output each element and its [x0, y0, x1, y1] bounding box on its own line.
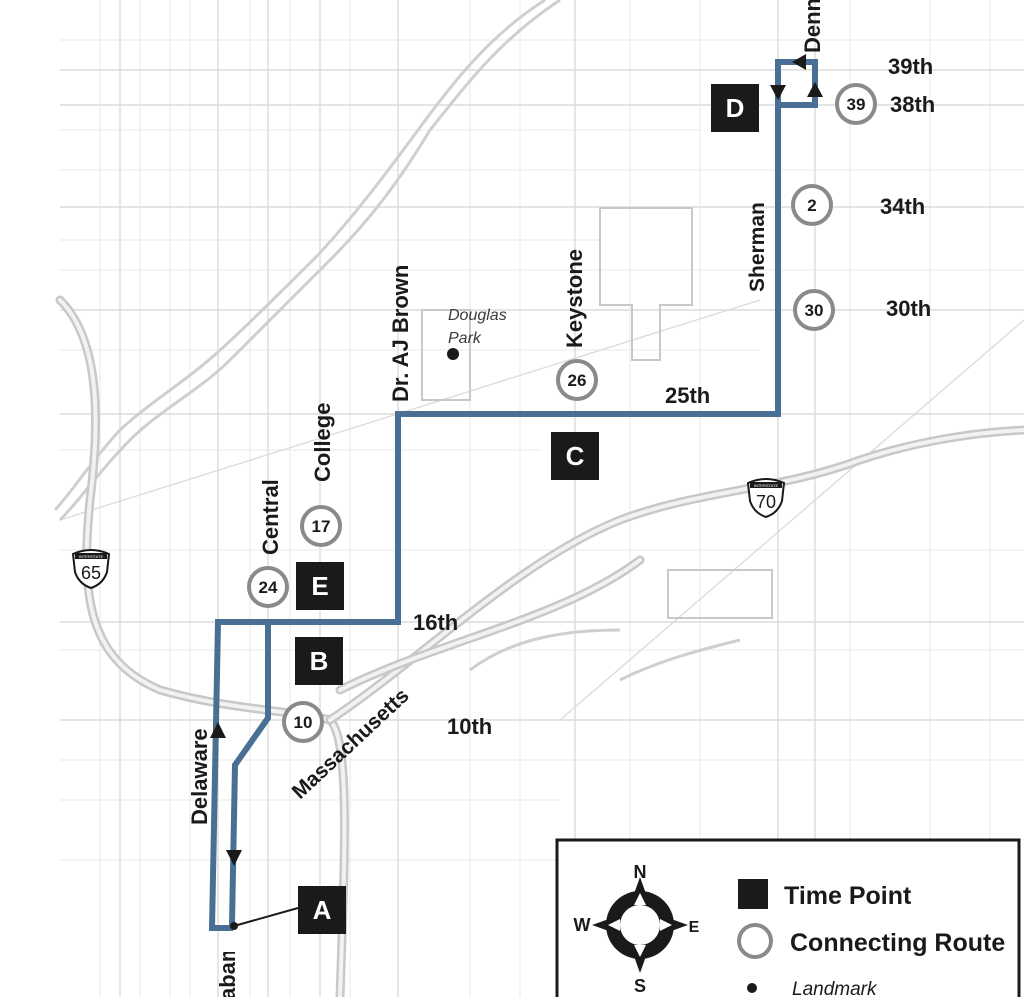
minor-street-grid — [60, 0, 1024, 997]
street-label-central: Central — [258, 479, 283, 555]
denny-label-clip: Denny — [800, 0, 825, 53]
street-label-10th: 10th — [447, 714, 492, 739]
douglas-park-landmark-dot — [447, 348, 459, 360]
time-point-a-leader — [233, 907, 299, 927]
time-point-a-stop-dot — [230, 922, 238, 930]
street-label-25th: 25th — [665, 383, 710, 408]
time-point-d[interactable]: D — [711, 84, 759, 132]
svg-text:C: C — [566, 441, 585, 471]
alabama-label-clip: Alabama — [215, 930, 240, 997]
landmark-name-line2: Park — [448, 330, 482, 347]
connecting-route-39[interactable]: 39 — [835, 83, 877, 125]
street-label-16th: 16th — [413, 610, 458, 635]
arrow-up-icon — [210, 722, 226, 738]
compass-north-label: N — [634, 862, 647, 882]
street-label-ajbrown: Dr. AJ Brown — [388, 265, 413, 402]
map-legend: N S W E Time Point Connecting Route Land… — [555, 838, 1021, 997]
svg-text:10: 10 — [294, 713, 313, 732]
legend-connecting-route-swatch — [737, 923, 773, 959]
legend-time-point-swatch — [738, 879, 768, 909]
bus-route-branch — [228, 619, 271, 928]
time-point-c[interactable]: C — [551, 432, 599, 480]
svg-text:30: 30 — [805, 301, 824, 320]
connecting-route-24[interactable]: 24 — [247, 566, 289, 608]
highways — [55, 295, 1024, 997]
time-point-e[interactable]: E — [296, 562, 344, 610]
svg-text:INTERSTATE: INTERSTATE — [754, 483, 779, 488]
arrow-down-icon — [226, 850, 242, 866]
svg-text:70: 70 — [756, 492, 776, 512]
street-label-delaware: Delaware — [187, 728, 212, 825]
svg-text:2: 2 — [807, 196, 816, 215]
connecting-route-17[interactable]: 17 — [300, 505, 342, 547]
street-label-alabama: Alabama — [215, 930, 240, 997]
svg-text:26: 26 — [568, 371, 587, 390]
svg-text:INTERSTATE: INTERSTATE — [79, 554, 104, 559]
connecting-route-26[interactable]: 26 — [556, 359, 598, 401]
street-label-sherman: Sherman — [746, 202, 769, 292]
interstate-65-shield-icon: INTERSTATE 65 — [71, 549, 111, 590]
street-label-denny: Denny — [800, 0, 825, 53]
arrow-down-icon — [770, 85, 786, 100]
street-label-38th: 38th — [890, 92, 935, 117]
street-label-30th: 30th — [886, 296, 931, 321]
compass-west-label: W — [574, 915, 591, 935]
svg-text:24: 24 — [259, 578, 278, 597]
svg-text:B: B — [310, 646, 329, 676]
street-label-keystone: Keystone — [562, 249, 587, 348]
arrow-left-icon — [792, 54, 806, 70]
legend-connecting-route-label: Connecting Route — [790, 929, 1005, 957]
compass-east-label: E — [689, 919, 700, 936]
park-outlines — [421, 207, 773, 619]
interstate-70-shield-icon: INTERSTATE 70 — [746, 478, 786, 519]
legend-time-point-label: Time Point — [784, 882, 912, 910]
street-label-39th: 39th — [888, 54, 933, 79]
direction-arrows — [210, 54, 823, 866]
time-point-a[interactable]: A — [298, 886, 346, 934]
svg-text:65: 65 — [81, 563, 101, 583]
svg-text:39: 39 — [847, 95, 866, 114]
legend-landmark-swatch — [747, 983, 757, 993]
svg-text:A: A — [313, 895, 332, 925]
river — [53, 0, 741, 682]
legend-landmark-label: Landmark — [792, 979, 878, 997]
arrow-up-icon — [807, 82, 823, 97]
connecting-route-30[interactable]: 30 — [793, 289, 835, 331]
connecting-route-2[interactable]: 2 — [791, 184, 833, 226]
compass-rose-icon — [592, 877, 688, 973]
street-label-34th: 34th — [880, 194, 925, 219]
compass-south-label: S — [634, 976, 646, 996]
svg-text:D: D — [726, 93, 745, 123]
street-label-college: College — [310, 403, 335, 482]
landmark-name-line1: Douglas — [448, 307, 507, 324]
svg-text:17: 17 — [312, 517, 331, 536]
svg-text:E: E — [311, 571, 328, 601]
time-point-b[interactable]: B — [295, 637, 343, 685]
connecting-route-10[interactable]: 10 — [282, 701, 324, 743]
